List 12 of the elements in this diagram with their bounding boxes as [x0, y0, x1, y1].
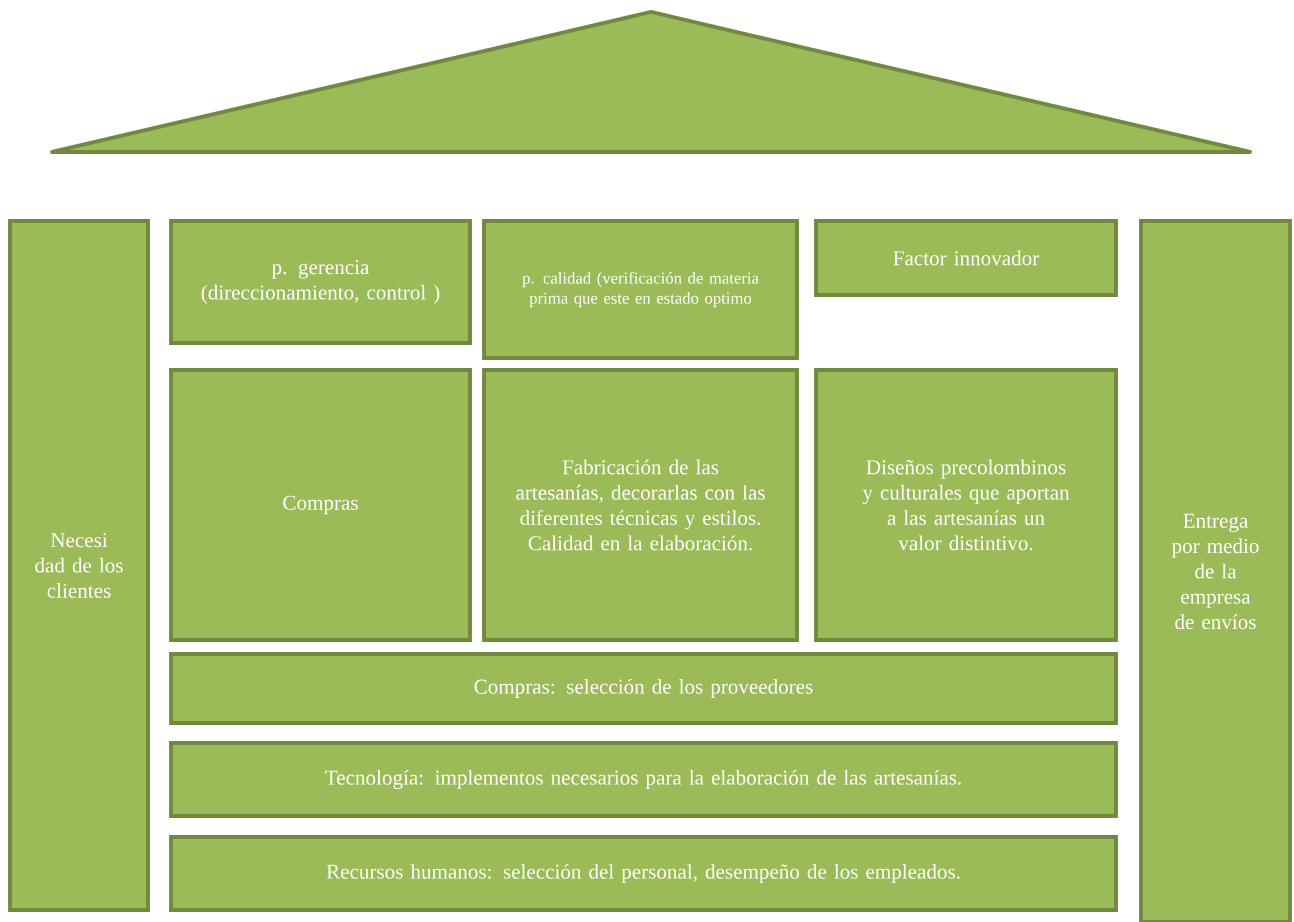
process-box: p. calidad (verificación de materia prima que este en estado optimo: [482, 219, 799, 360]
process-box: Factor innovador: [814, 219, 1118, 297]
roof-triangle: [50, 10, 1252, 154]
process-box: Compras: selección de los proveedores: [169, 652, 1118, 725]
process-box: Fabricación de las artesanías, decorarlas con las diferentes técnicas y estilos. Calidad en la elaboración.: [482, 368, 799, 642]
process-box: Tecnología: implementos necesarios para la elaboración de las artesanías.: [169, 741, 1118, 818]
pillar-box: Entrega por medio de la empresa de envíos: [1139, 219, 1292, 922]
pillar-box: Necesi dad de los clientes: [8, 219, 150, 912]
process-box: Diseños precolombinos y culturales que aportan a las artesanías un valor distintivo.: [814, 368, 1118, 642]
process-box: Recursos humanos: selección del personal, desempeño de los empleados.: [169, 835, 1118, 912]
process-box: p. gerencia (direccionamiento, control ): [169, 219, 472, 345]
process-box: Compras: [169, 368, 472, 642]
